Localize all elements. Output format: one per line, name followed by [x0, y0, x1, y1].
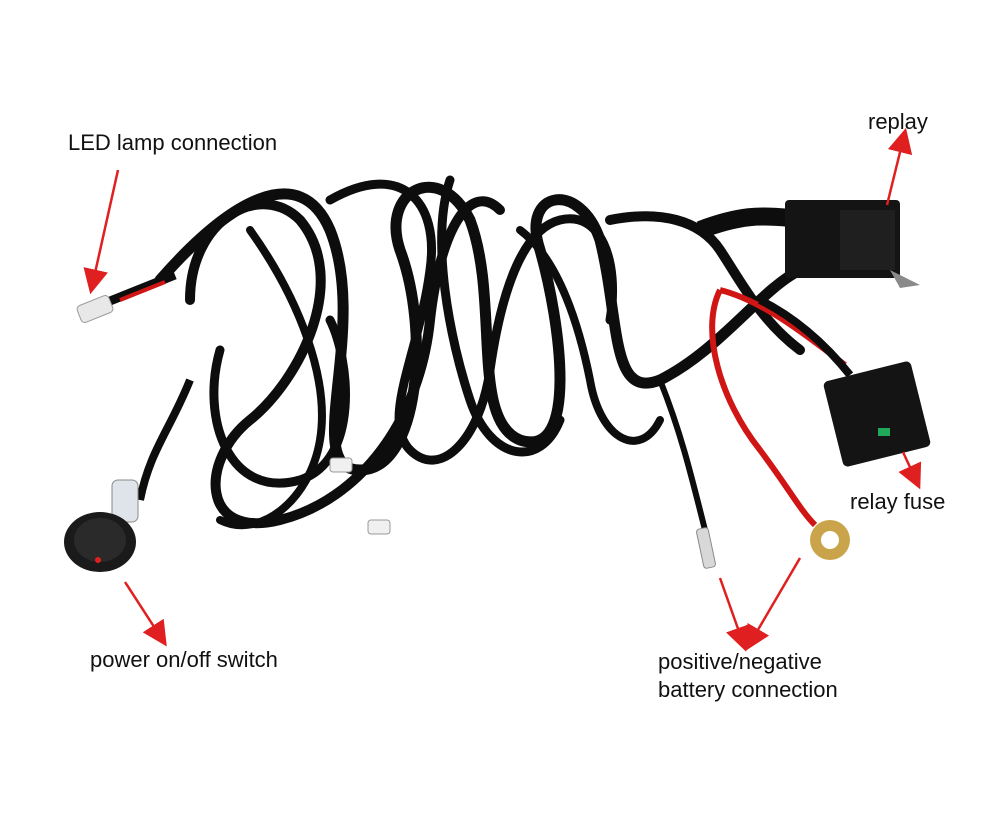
cable-coils [154, 175, 806, 530]
battery-connection-label: positive/negative battery connection [658, 648, 838, 704]
callout-arrows [83, 127, 922, 652]
replay-label: replay [868, 109, 928, 134]
arrow-led [83, 169, 120, 295]
mid-connector [367, 519, 391, 535]
power-switch-label: power on/off switch [90, 647, 278, 672]
led-connector [76, 270, 177, 324]
arrow-positive [745, 557, 802, 651]
power-switch [64, 378, 194, 572]
fuse-holder [758, 296, 931, 467]
arrow-switch [123, 581, 167, 647]
battery-label-line2: battery connection [658, 677, 838, 702]
mid-connector [329, 457, 353, 473]
relay [696, 200, 920, 288]
arrow-fuse [898, 451, 922, 490]
arrow-replay [885, 127, 913, 206]
negative-wire [657, 378, 716, 569]
relay-fuse-label: relay fuse [850, 489, 946, 514]
led-lamp-connection-label: LED lamp connection [68, 130, 278, 155]
arrow-negative [718, 577, 750, 652]
battery-label-line1: positive/negative [658, 649, 822, 674]
